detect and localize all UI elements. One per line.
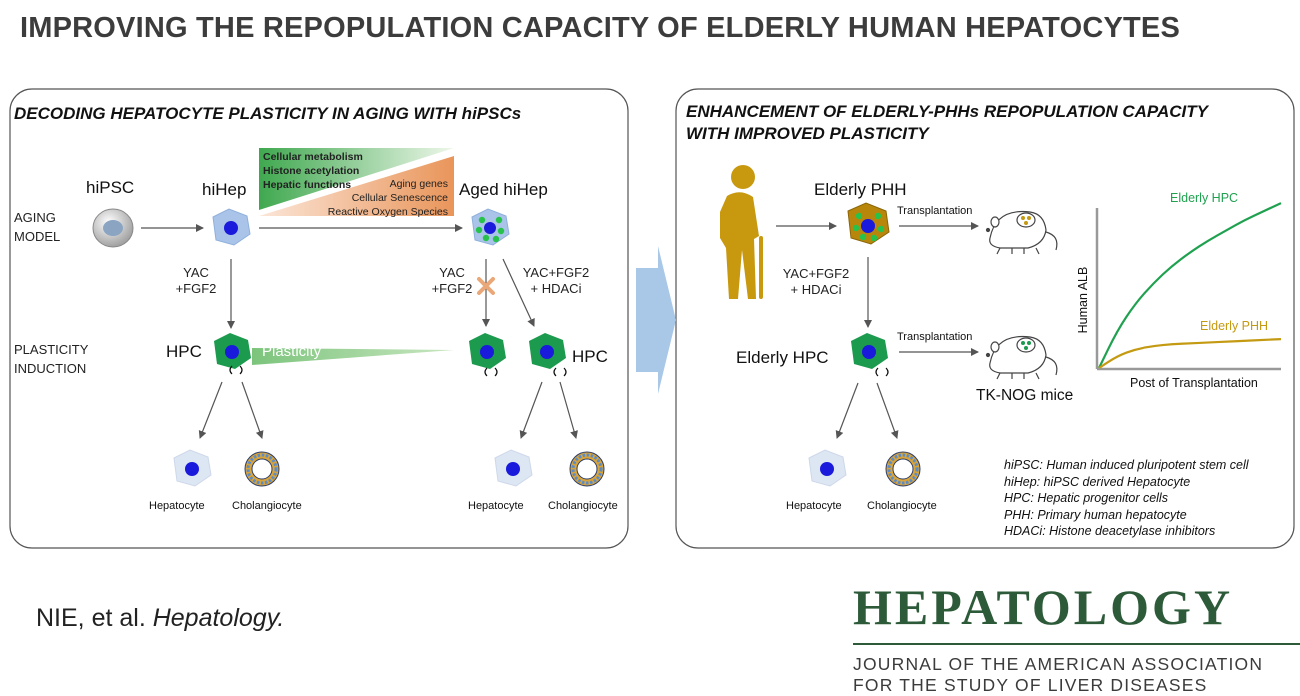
treatment-yac-fgf2-label-2: YAC+FGF2 (431, 265, 473, 296)
right-panel-border (675, 88, 1295, 549)
hihep-label: hiHep (202, 180, 247, 199)
aged-hpc-nucleus-icon (480, 345, 494, 359)
increasing-traits-list: Aging genes Cellular Senescence Reactive… (327, 178, 448, 218)
elderly-phh-nucleus-icon (861, 219, 875, 233)
hepatocyte-label-2: Hepatocyte (468, 500, 524, 512)
series-line-0 (1098, 202, 1282, 369)
cholangiocyte-icon-2 (568, 450, 606, 488)
mice-label: TK-NOG mice (976, 387, 1074, 404)
treatment-yac-fgf2-hdaci-label: YAC+FGF2+ HDACi (522, 265, 590, 296)
elderly-hpc-nucleus-icon (862, 345, 876, 359)
treatment-label: YAC+FGF2+ HDACi (782, 266, 850, 297)
hipsc-label: hiPSC (86, 178, 135, 197)
hpc-label: HPC (166, 342, 202, 361)
cholangiocyte-label-2: Cholangiocyte (548, 500, 618, 512)
hepatocyte-label-3: Hepatocyte (786, 500, 842, 512)
journal-logo: HEPATOLOGY (853, 579, 1234, 635)
transition-arrow (636, 246, 676, 394)
transplantation-label: Transplantation (897, 205, 973, 217)
decreasing-traits-wedge (259, 148, 454, 210)
mouse-icon-2 (985, 335, 1058, 380)
plasticity-label: Plasticity (262, 343, 322, 360)
hipsc-nucleus-icon (103, 220, 123, 236)
elderly-hpc-label: Elderly HPC (736, 348, 829, 367)
citation-authors: NIE, et al. (36, 604, 153, 632)
cholangiocyte-icon (243, 450, 281, 488)
plasticity-wedge (252, 348, 454, 365)
decreasing-traits-list: Cellular metabolism Histone acetylation … (263, 151, 363, 191)
hepatocyte-nucleus-icon-3 (820, 462, 834, 476)
page-title: IMPROVING THE REPOPULATION CAPACITY OF E… (20, 12, 1181, 44)
right-arrows (776, 222, 979, 439)
series-label-elderly-hpc: Elderly HPC (1170, 191, 1239, 205)
citation-journal: Hepatology. (152, 604, 285, 632)
aged-hihep-granules-icon (475, 216, 505, 243)
left-arrows (141, 224, 578, 439)
aged-hihep-label: Aged hiHep (459, 180, 548, 199)
rescued-hpc-nucleus-icon (540, 345, 554, 359)
hepatocyte-nucleus-icon (185, 462, 199, 476)
treatment-yac-fgf2-label: YAC+FGF2 (175, 265, 217, 296)
left-panel-title: DECODING HEPATOCYTE PLASTICITY IN AGING … (14, 104, 522, 123)
chart-ylabel: Human ALB (1076, 266, 1090, 334)
series-line-1 (1098, 338, 1282, 369)
cholangiocyte-label-3: Cholangiocyte (867, 500, 937, 512)
hpc-nucleus-icon (225, 345, 239, 359)
elderly-phh-granules-icon (852, 212, 885, 242)
chart-axes (1095, 208, 1281, 371)
cholangiocyte-label: Cholangiocyte (232, 500, 302, 512)
chart-series-group (1098, 202, 1282, 369)
abbreviations-legend: hiPSC: Human induced pluripotent stem ce… (1004, 458, 1249, 538)
aged-hihep-nucleus-icon (484, 222, 496, 234)
hepatocyte-nucleus-icon-2 (506, 462, 520, 476)
chart-xlabel: Post of Transplantation (1130, 376, 1258, 390)
left-panel-border (9, 88, 629, 549)
hihep-nucleus-icon (224, 221, 238, 235)
hpc-label-2: HPC (572, 347, 608, 366)
right-panel-title: ENHANCEMENT OF ELDERLY-PHHs REPOPULATION… (686, 102, 1208, 143)
journal-divider (853, 643, 1300, 645)
mouse-icon (985, 210, 1058, 255)
elderly-phh-label: Elderly PHH (814, 180, 907, 199)
hepatocyte-label: Hepatocyte (149, 500, 205, 512)
citation: NIE, et al. Hepatology. (36, 604, 284, 633)
cholangiocyte-icon-3 (884, 450, 922, 488)
transplantation-label-2: Transplantation (897, 331, 973, 343)
blocked-x-icon (477, 277, 495, 295)
elderly-person-icon (720, 165, 763, 299)
series-label-elderly-phh: Elderly PHH (1200, 319, 1269, 333)
increasing-traits-wedge (259, 156, 454, 216)
